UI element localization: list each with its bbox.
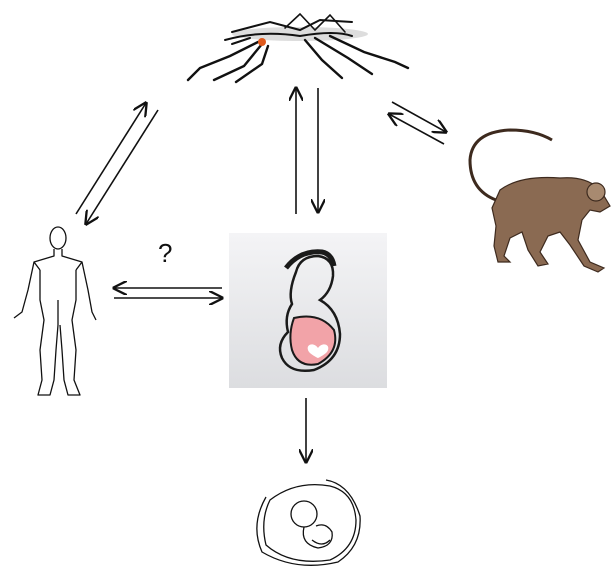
arrow-human-to-mosquito [76,103,146,214]
fetus-icon [257,480,360,565]
mosquito-icon [188,14,408,82]
arrow-mosquito-to-human [86,110,158,224]
question-mark-label: ? [158,238,172,269]
human-figure-icon [14,227,96,395]
pregnant-woman-icon [229,233,387,388]
monkey-icon [470,130,610,272]
arrow-mosquito-to-monkey [392,102,446,132]
arrow-monkey-to-mosquito [389,114,444,144]
